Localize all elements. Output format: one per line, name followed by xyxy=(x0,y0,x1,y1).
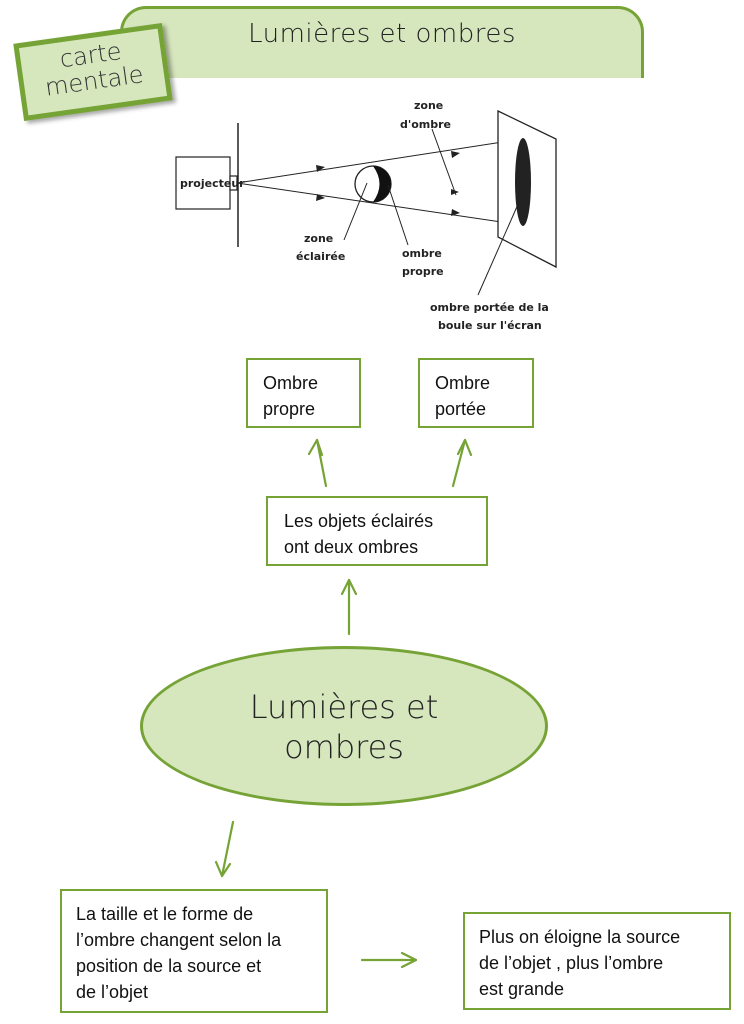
projector-box xyxy=(175,156,231,210)
pointer-own-shadow xyxy=(387,184,409,246)
center-title-line-2: ombres xyxy=(284,728,404,766)
center-title: Lumières et ombres xyxy=(143,687,545,767)
page-title: Lumières et ombres xyxy=(248,19,516,49)
box-taille-forme: La taille et le forme de l’ombre changen… xyxy=(60,889,328,1013)
arrow-to-taille-forme xyxy=(214,820,235,878)
box-taille-forme-line-4: de l’objet xyxy=(76,982,149,1002)
center-title-line-1: Lumières et xyxy=(249,688,439,726)
cast-shadow-ellipse xyxy=(515,138,531,226)
ball-shadow-half xyxy=(373,166,391,202)
label-zone-ombre-2: d'ombre xyxy=(400,118,451,131)
label-zone-ombre-1: zone xyxy=(414,99,443,112)
light-ray-top xyxy=(236,138,523,184)
box-ombre-propre: Ombre propre xyxy=(246,358,361,428)
box-deux-ombres: Les objets éclairés ont deux ombres xyxy=(266,496,488,566)
box-ombre-portee-line-2: portée xyxy=(435,399,487,419)
pointer-shadow-zone xyxy=(431,128,457,196)
header-tab: Lumières et ombres xyxy=(120,6,644,78)
ray-arrow-1 xyxy=(316,165,325,172)
box-ombre-portee: Ombre portée xyxy=(418,358,534,428)
label-ombre-portee-2: boule sur l'écran xyxy=(438,319,542,332)
box-ombre-propre-line-1: Ombre xyxy=(263,373,319,393)
label-zone-eclairee-1: zone xyxy=(304,232,333,245)
label-zone-eclairee-2: éclairée xyxy=(296,250,345,263)
arrow-to-ombre-portee xyxy=(451,438,473,488)
ray-arrow-2 xyxy=(316,194,325,201)
arrow-to-ombre-propre xyxy=(307,438,328,488)
projector-label: projecteur xyxy=(180,177,245,190)
arrow-to-plus-eloigne xyxy=(360,951,418,969)
ray-arrow-4 xyxy=(451,209,460,216)
label-ombre-portee-1: ombre portée de la xyxy=(430,301,549,314)
box-ombre-portee-line-1: Ombre xyxy=(435,373,491,393)
box-ombre-propre-line-2: propre xyxy=(263,399,316,419)
box-plus-eloigne: Plus on éloigne la source de l’objet , p… xyxy=(463,912,731,1010)
shadow-diagram: projecteur zone d'ombre zone éclairée om… xyxy=(175,99,557,332)
box-taille-forme-line-1: La taille et le forme de xyxy=(76,904,254,924)
box-taille-forme-line-2: l’ombre changent selon la xyxy=(76,930,282,950)
ray-arrow-3 xyxy=(451,151,460,158)
label-ombre-propre-2: propre xyxy=(402,265,444,278)
arrow-to-deux-ombres xyxy=(340,578,358,636)
box-plus-eloigne-line-3: est grande xyxy=(479,979,565,999)
center-oval: Lumières et ombres xyxy=(140,646,548,806)
box-plus-eloigne-line-1: Plus on éloigne la source xyxy=(479,927,681,947)
box-deux-ombres-line-2: ont deux ombres xyxy=(284,537,419,557)
box-plus-eloigne-line-2: de l’objet , plus l’ombre xyxy=(479,953,664,973)
box-taille-forme-line-3: position de la source et xyxy=(76,956,262,976)
label-ombre-propre-1: ombre xyxy=(402,247,442,260)
pointer-cast-shadow xyxy=(477,201,520,296)
box-deux-ombres-line-1: Les objets éclairés xyxy=(284,511,434,531)
pointer-lit-zone xyxy=(343,182,368,241)
light-ray-bottom xyxy=(236,182,523,226)
